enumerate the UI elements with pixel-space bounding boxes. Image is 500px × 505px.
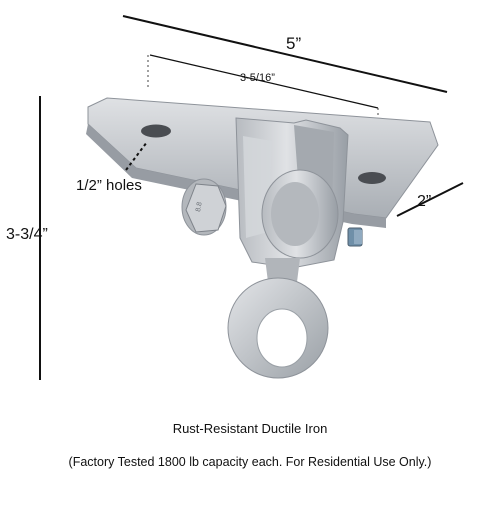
width-dimension-line xyxy=(122,15,448,93)
eye-ring xyxy=(227,258,329,379)
inner-width-dimension-line xyxy=(149,54,379,109)
width-dimension-label: 5” xyxy=(286,34,302,53)
capacity-note: (Factory Tested 1800 lb capacity each. F… xyxy=(68,455,432,469)
mounting-hole-left xyxy=(141,124,171,138)
bolt-head xyxy=(185,183,227,233)
height-dimension-label: 3-3/4” xyxy=(6,226,48,243)
pivot-wheel xyxy=(261,169,339,259)
depth-dimension-label: 2” xyxy=(417,193,432,210)
bolt-marking: 8.8 xyxy=(195,201,204,212)
inner-width-dimension-label: 3-5/16” xyxy=(240,72,275,84)
holes-dimension-label: 1/2” holes xyxy=(76,177,142,194)
material-caption: Rust-Resistant Ductile Iron xyxy=(172,421,328,436)
mounting-hole-right xyxy=(358,172,386,184)
dimension-lines xyxy=(39,15,464,380)
bolt: 8.8 xyxy=(181,178,363,247)
depth-dimension-line xyxy=(396,182,464,217)
